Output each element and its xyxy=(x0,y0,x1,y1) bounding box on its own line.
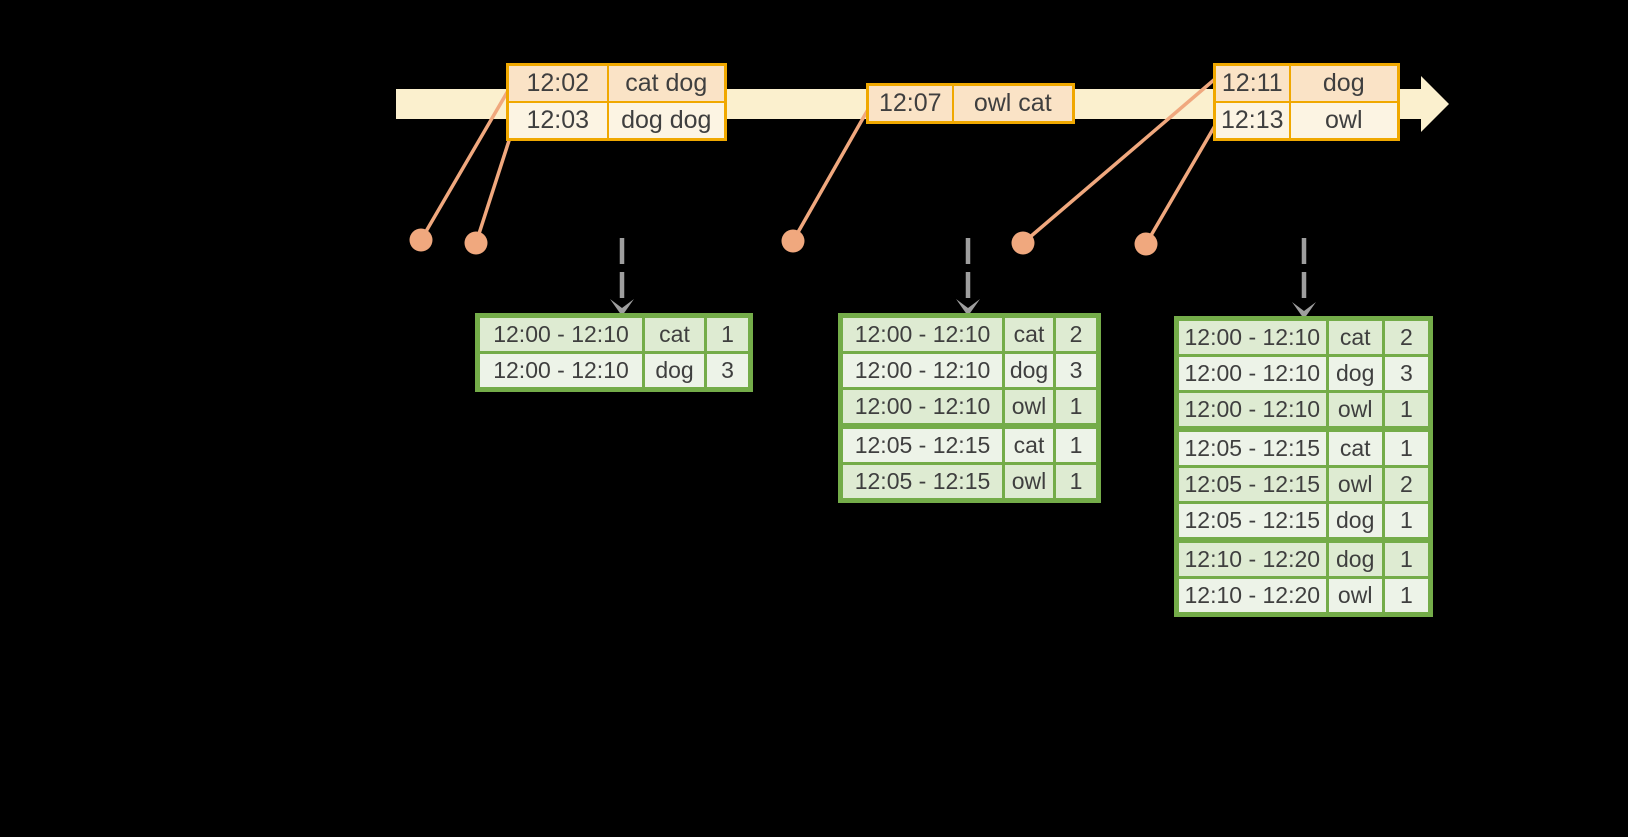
event-connector-line xyxy=(1021,77,1217,245)
event-words-cell: dog dog xyxy=(606,101,727,141)
result-table-2: 12:00 - 12:10 cat 2 12:00 - 12:10 dog 3 … xyxy=(838,313,1101,503)
event-time-cell: 12:11 xyxy=(1213,63,1291,103)
window-cell: 12:00 - 12:10 xyxy=(1175,354,1329,393)
result-row: 12:00 - 12:10 cat 1 xyxy=(476,314,752,354)
event-time-cell: 12:13 xyxy=(1213,101,1291,141)
count-cell: 2 xyxy=(1381,465,1433,504)
word-cell: owl xyxy=(1325,390,1385,431)
trigger-arrowhead-icon xyxy=(956,299,980,316)
result-row: 12:10 - 12:20 owl 1 xyxy=(1175,576,1433,616)
event-row: 12:11 dog xyxy=(1213,63,1400,103)
result-row: 12:00 - 12:10 cat 2 xyxy=(1175,317,1433,357)
event-row: 12:03 dog dog xyxy=(506,101,727,141)
trigger-arrowhead-icon xyxy=(610,299,634,316)
count-cell: 1 xyxy=(1381,426,1433,468)
result-row: 12:00 - 12:10 dog 3 xyxy=(839,351,1100,390)
word-cell: dog xyxy=(1002,351,1056,390)
word-cell: dog xyxy=(1325,501,1385,542)
event-words-cell: cat dog xyxy=(606,63,727,103)
window-cell: 12:00 - 12:10 xyxy=(839,314,1005,354)
event-dot xyxy=(1134,232,1158,256)
word-cell: cat xyxy=(1325,426,1385,468)
window-cell: 12:00 - 12:10 xyxy=(1175,317,1329,357)
result-row: 12:00 - 12:10 dog 3 xyxy=(1175,354,1433,393)
count-cell: 1 xyxy=(1381,537,1433,579)
event-table-1: 12:02 cat dog 12:03 dog dog xyxy=(506,63,727,141)
event-dot xyxy=(1011,231,1035,255)
word-cell: cat xyxy=(1002,314,1056,354)
count-cell: 2 xyxy=(1053,314,1100,354)
word-cell: owl xyxy=(1325,576,1385,616)
window-cell: 12:10 - 12:20 xyxy=(1175,576,1329,616)
event-row: 12:02 cat dog xyxy=(506,63,727,103)
event-dot xyxy=(781,229,805,253)
event-dot xyxy=(409,228,433,252)
event-time-cell: 12:02 xyxy=(506,63,609,103)
result-table-3: 12:00 - 12:10 cat 2 12:00 - 12:10 dog 3 … xyxy=(1174,316,1433,617)
event-connector-line xyxy=(791,105,872,242)
window-cell: 12:00 - 12:10 xyxy=(476,314,645,354)
event-row: 12:07 owl cat xyxy=(866,83,1075,124)
window-cell: 12:05 - 12:15 xyxy=(839,462,1005,502)
window-cell: 12:05 - 12:15 xyxy=(1175,465,1329,504)
word-cell: dog xyxy=(1325,354,1385,393)
word-cell: owl xyxy=(1002,462,1056,502)
window-cell: 12:05 - 12:15 xyxy=(1175,501,1329,542)
count-cell: 1 xyxy=(1381,576,1433,616)
window-cell: 12:05 - 12:15 xyxy=(1175,426,1329,468)
word-cell: owl xyxy=(1325,465,1385,504)
event-words-cell: owl cat xyxy=(951,83,1075,124)
event-time-cell: 12:07 xyxy=(866,83,954,124)
count-cell: 2 xyxy=(1381,317,1433,357)
event-dot xyxy=(464,231,488,255)
event-row: 12:13 owl xyxy=(1213,101,1400,141)
word-cell: cat xyxy=(1325,317,1385,357)
result-row: 12:05 - 12:15 owl 2 xyxy=(1175,465,1433,504)
result-row: 12:00 - 12:10 owl 1 xyxy=(839,387,1100,428)
count-cell: 1 xyxy=(1053,387,1100,428)
window-cell: 12:00 - 12:10 xyxy=(476,351,645,391)
window-cell: 12:00 - 12:10 xyxy=(1175,390,1329,431)
result-table-1: 12:00 - 12:10 cat 1 12:00 - 12:10 dog 3 xyxy=(475,313,753,392)
count-cell: 1 xyxy=(1381,501,1433,542)
event-connector-line xyxy=(474,121,517,244)
event-connector-line xyxy=(1144,123,1218,245)
word-cell: cat xyxy=(642,314,707,354)
window-cell: 12:00 - 12:10 xyxy=(839,387,1005,428)
result-row: 12:00 - 12:10 cat 2 xyxy=(839,314,1100,354)
word-cell: owl xyxy=(1002,387,1056,428)
count-cell: 3 xyxy=(1381,354,1433,393)
count-cell: 1 xyxy=(1381,390,1433,431)
count-cell: 3 xyxy=(704,351,752,391)
result-row: 12:05 - 12:15 cat 1 xyxy=(839,423,1100,465)
result-row: 12:00 - 12:10 dog 3 xyxy=(476,351,752,391)
event-table-3: 12:11 dog 12:13 owl xyxy=(1213,63,1400,141)
trigger-arrowhead-icon xyxy=(1292,302,1316,319)
result-row: 12:10 - 12:20 dog 1 xyxy=(1175,537,1433,579)
event-connector-line xyxy=(419,83,514,241)
word-cell: dog xyxy=(1325,537,1385,579)
result-row: 12:05 - 12:15 owl 1 xyxy=(839,462,1100,502)
count-cell: 1 xyxy=(1053,462,1100,502)
count-cell: 3 xyxy=(1053,351,1100,390)
result-row: 12:05 - 12:15 dog 1 xyxy=(1175,501,1433,542)
count-cell: 1 xyxy=(704,314,752,354)
event-table-2: 12:07 owl cat xyxy=(866,83,1075,124)
word-cell: dog xyxy=(642,351,707,391)
event-words-cell: owl xyxy=(1288,101,1400,141)
result-row: 12:05 - 12:15 cat 1 xyxy=(1175,426,1433,468)
window-cell: 12:00 - 12:10 xyxy=(839,351,1005,390)
word-cell: cat xyxy=(1002,423,1056,465)
count-cell: 1 xyxy=(1053,423,1100,465)
event-time-cell: 12:03 xyxy=(506,101,609,141)
window-cell: 12:10 - 12:20 xyxy=(1175,537,1329,579)
timeline-arrowhead-icon xyxy=(1421,76,1449,132)
result-row: 12:00 - 12:10 owl 1 xyxy=(1175,390,1433,431)
window-cell: 12:05 - 12:15 xyxy=(839,423,1005,465)
event-words-cell: dog xyxy=(1288,63,1400,103)
